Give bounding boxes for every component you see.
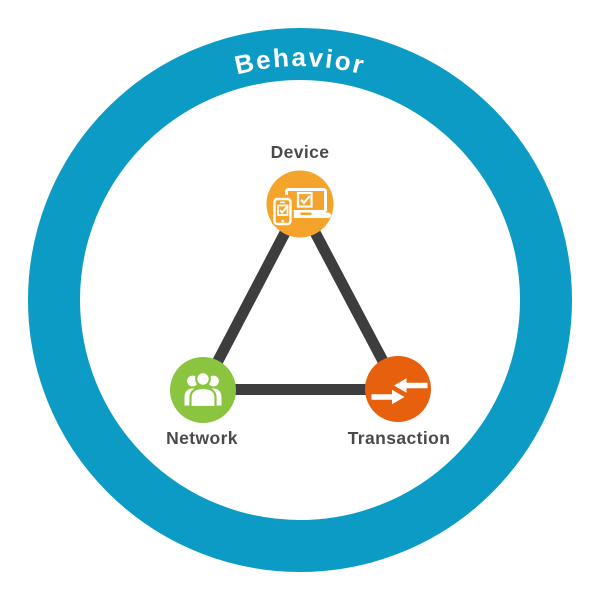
transaction-circle (365, 356, 431, 422)
person-center-head (195, 371, 211, 387)
triangle-connector (193, 192, 408, 395)
laptop-checkbox (296, 191, 313, 208)
behavior-ring (28, 28, 572, 572)
devices-laptop-phone-icon (271, 188, 331, 226)
transaction-label: Transaction (348, 428, 451, 448)
person-center-body (189, 386, 217, 409)
laptop-base-notch (300, 212, 312, 216)
node-network: Network (166, 357, 238, 448)
phone-checkbox (277, 204, 289, 216)
phone-speaker (280, 201, 285, 204)
phone-home-button (281, 219, 285, 223)
node-device: Device (266, 142, 334, 238)
phone-checkmark (279, 206, 288, 214)
transfer-arrows-icon (371, 378, 428, 405)
network-label: Network (166, 428, 238, 448)
people-group-icon (184, 371, 222, 409)
arrow-right-icon (371, 389, 405, 405)
device-label: Device (271, 142, 330, 162)
laptop-checkmark (300, 195, 311, 205)
node-transaction: Transaction (348, 356, 451, 448)
arrow-left-icon (394, 378, 428, 393)
